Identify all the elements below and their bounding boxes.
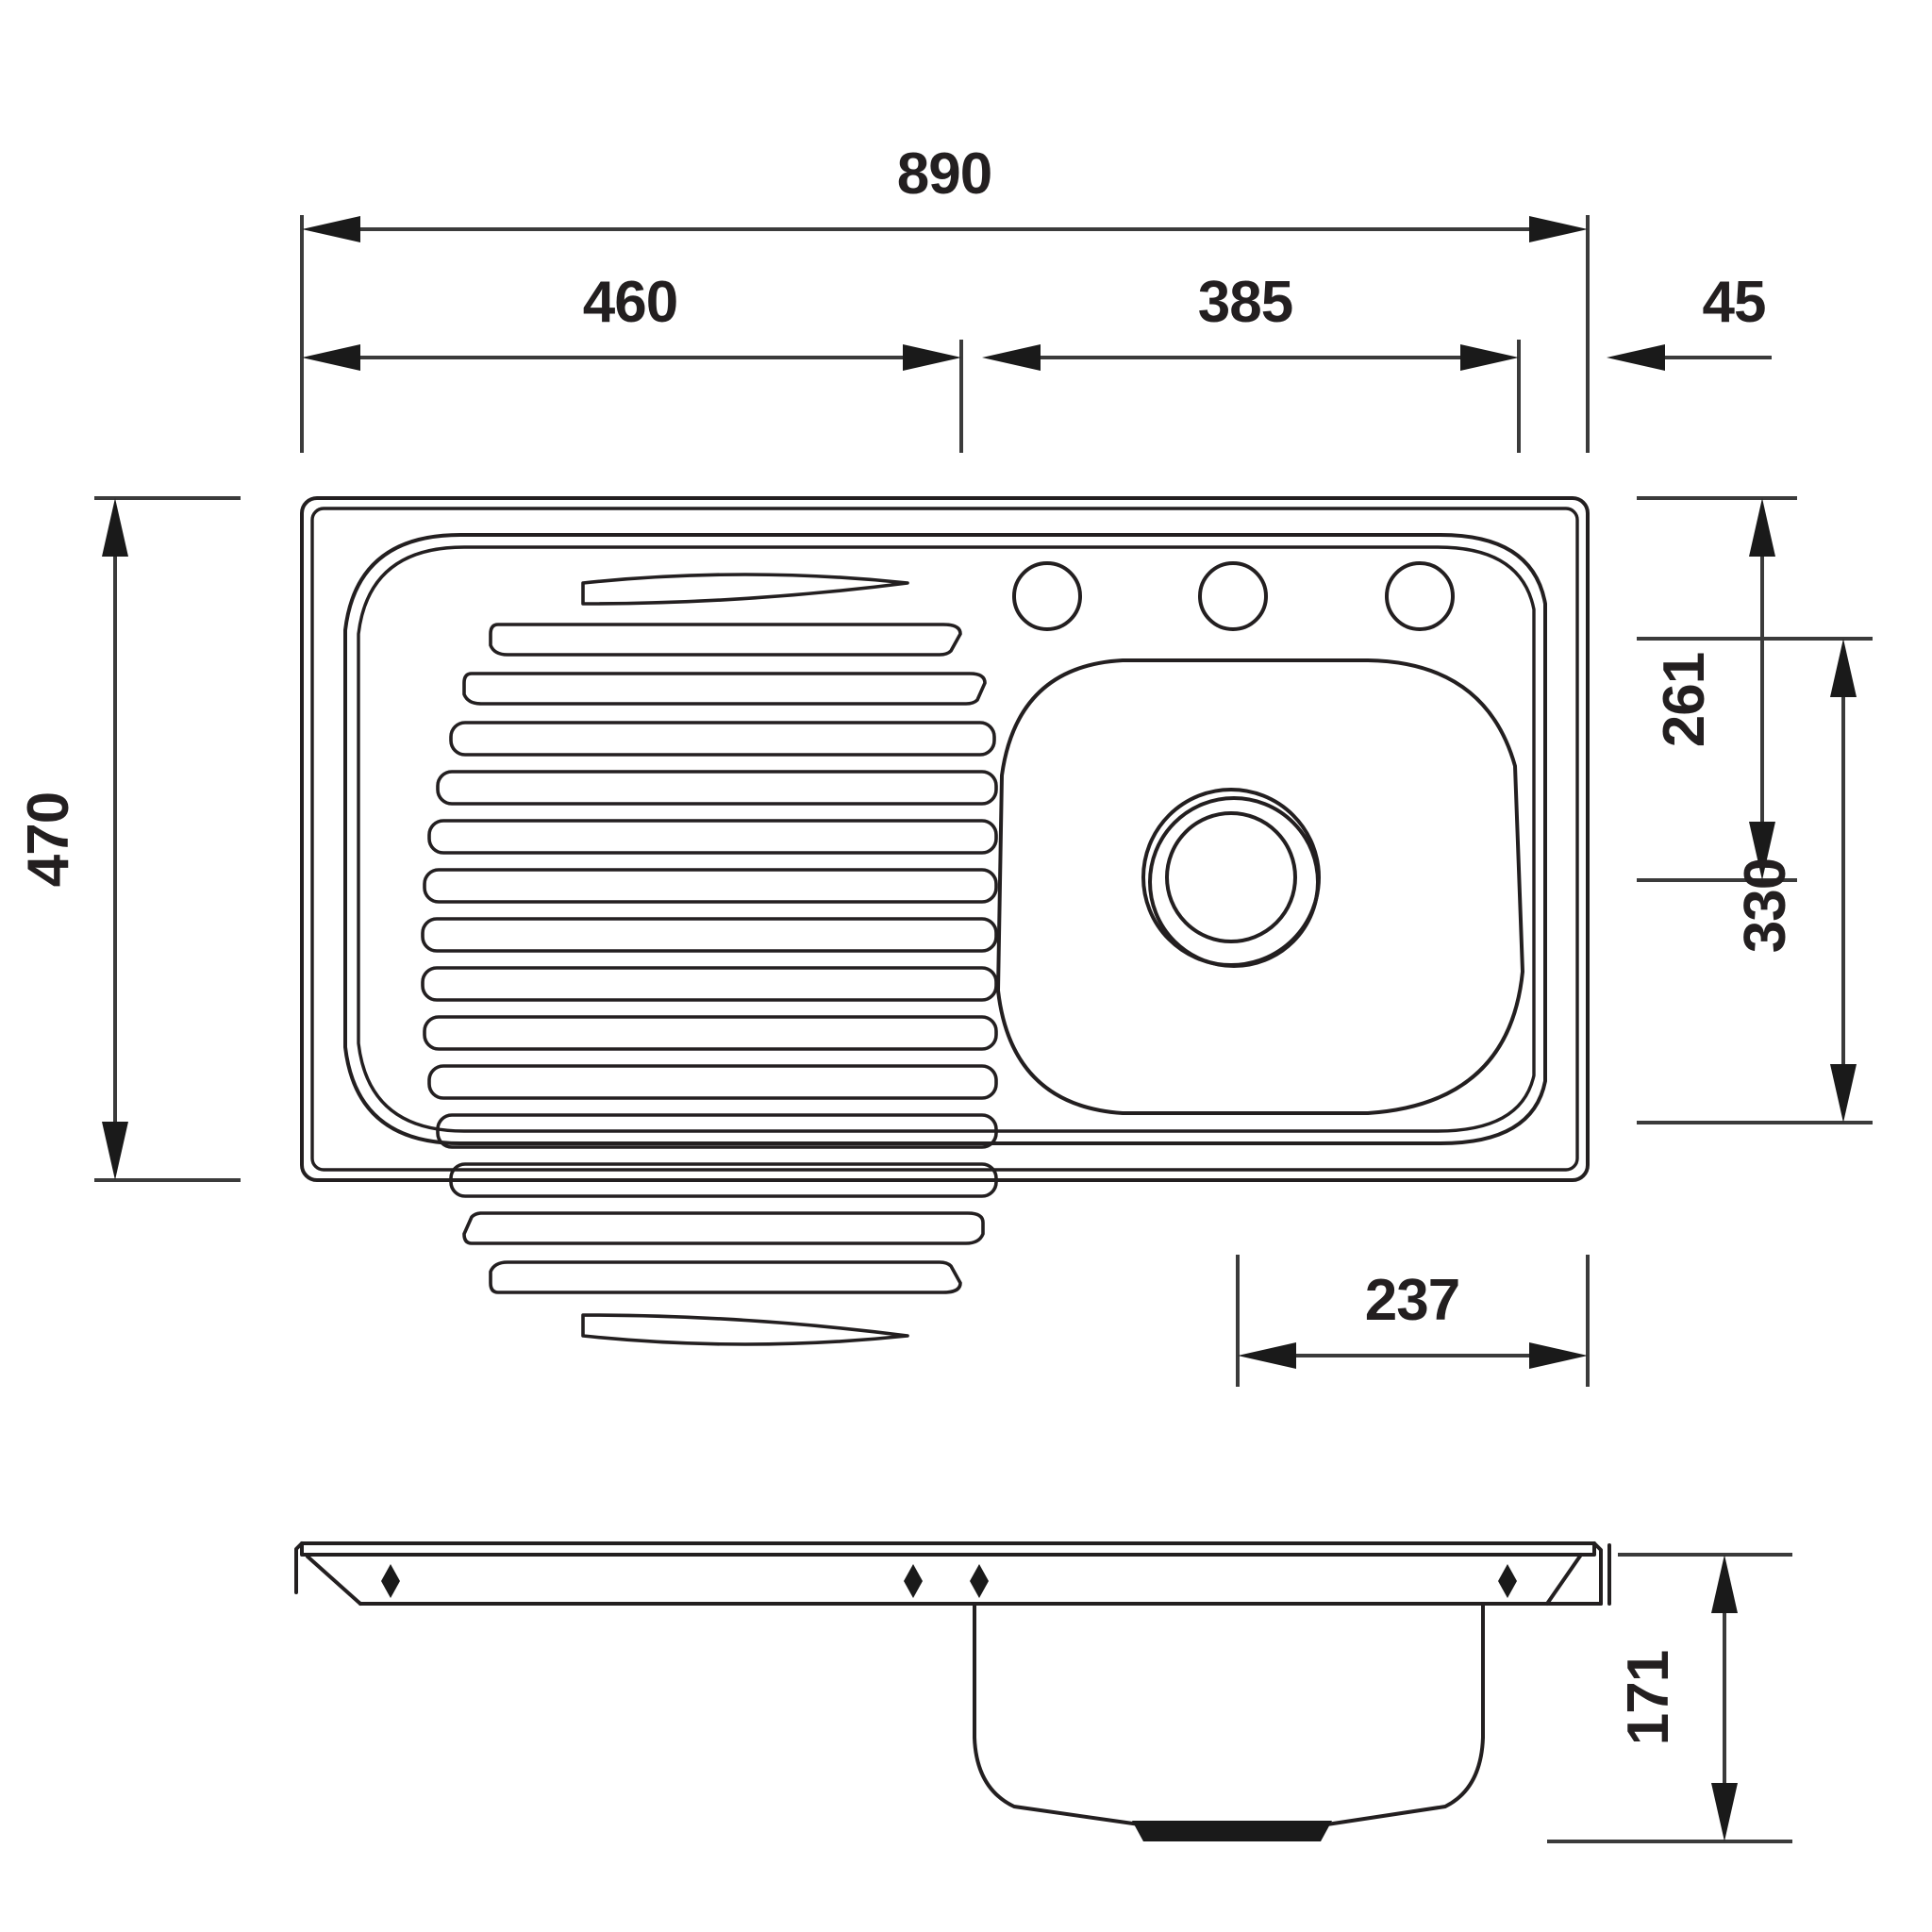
rim-left-chamfer (306, 1555, 362, 1606)
top-dimension-group: 890 460 385 45 (300, 142, 1772, 453)
drain-ring-inner (1165, 811, 1297, 943)
rim-left-end-return (294, 1541, 304, 1594)
drainer-groove-11 (436, 1113, 998, 1149)
left-dimension-group: 470 (16, 496, 241, 1182)
arrow-top-261 (1749, 498, 1775, 557)
drain-outlet-side (1132, 1821, 1332, 1841)
arrow-left-890 (302, 216, 360, 242)
dim-label-171: 171 (1616, 1651, 1681, 1745)
arrow-right-385 (1460, 344, 1519, 371)
drainer-groove-10 (427, 1064, 998, 1100)
sink-outer-rim (300, 496, 1590, 1182)
drainer-groove-14 (489, 1260, 962, 1294)
drainer-groove-3 (449, 721, 996, 757)
dimension-171-group: 171 (1547, 1553, 1792, 1843)
tap-hole-group (1012, 561, 1455, 631)
right-dimension-group: 261 330 (1637, 496, 1873, 1124)
drain-ring-middle (1148, 796, 1320, 968)
drainer-groove-13 (462, 1211, 985, 1245)
drainer-groove-9 (423, 1015, 998, 1051)
arrow-right-460 (903, 344, 961, 371)
arrow-top-330 (1830, 639, 1857, 697)
drainer-groove-6 (423, 868, 998, 904)
rim-right-chamfer (1545, 1553, 1583, 1606)
dimension-460: 460 (302, 270, 961, 371)
drainer-groove-group (421, 573, 998, 1346)
dim-label-45: 45 (1703, 270, 1766, 335)
fixing-clip-1 (381, 1564, 400, 1598)
rim-right-end-return (1592, 1541, 1603, 1606)
dim-label-330: 330 (1733, 858, 1798, 953)
dimension-330: 330 (1733, 639, 1857, 1123)
drainer-groove-12 (449, 1162, 998, 1198)
arrow-right-237 (1529, 1342, 1588, 1369)
tap-hole-center (1198, 561, 1268, 631)
sink-bowl-plan (996, 658, 1524, 1115)
arrow-right-890 (1529, 216, 1588, 242)
dim-label-261: 261 (1652, 653, 1717, 747)
tap-hole-right (1385, 561, 1455, 631)
dim-label-890: 890 (897, 142, 991, 207)
dimension-237-group: 237 (1236, 1255, 1590, 1387)
fixing-clip-2 (904, 1564, 923, 1598)
drain-group (1141, 788, 1321, 968)
fixing-clip-group (381, 1564, 1517, 1598)
arrow-left-45 (1607, 344, 1665, 371)
tap-hole-left (1012, 561, 1082, 631)
drainer-groove-cap-top (581, 573, 909, 606)
fixing-clip-3 (970, 1564, 989, 1598)
arrow-left-460 (302, 344, 360, 371)
drainer-groove-7 (421, 917, 998, 953)
arrow-top-470 (102, 498, 128, 557)
dimension-237: 237 (1238, 1268, 1588, 1369)
dimension-171: 171 (1616, 1555, 1738, 1841)
drainer-groove-8 (421, 966, 998, 1002)
dim-label-470: 470 (16, 792, 81, 887)
drainer-groove-1 (489, 623, 962, 657)
drainer-groove-4 (436, 770, 998, 806)
arrow-bottom-261 (1749, 822, 1775, 880)
dim-label-385: 385 (1198, 270, 1292, 335)
arrow-bottom-330 (1830, 1064, 1857, 1123)
dim-label-237: 237 (1365, 1268, 1459, 1333)
sink-top-view (300, 496, 1590, 1346)
sink-deck-recess-inner (357, 545, 1536, 1133)
drainer-groove-2 (462, 672, 987, 706)
arrow-bottom-470 (102, 1122, 128, 1180)
dimension-890: 890 (302, 142, 1588, 242)
dimension-261: 261 (1652, 498, 1775, 880)
dim-label-460: 460 (583, 270, 677, 335)
dimension-385: 385 (982, 270, 1519, 371)
sink-deck-recess-outer (343, 533, 1547, 1145)
arrow-bottom-171 (1711, 1783, 1738, 1841)
sink-outer-rim-inner (310, 507, 1579, 1172)
drainer-groove-cap-bottom (581, 1313, 909, 1346)
sink-side-elevation (294, 1541, 1611, 1841)
dimension-45: 45 (1607, 270, 1772, 371)
arrow-left-385 (982, 344, 1041, 371)
dimension-470: 470 (16, 498, 128, 1180)
rim-top-plate (300, 1541, 1596, 1557)
arrow-top-171 (1711, 1555, 1738, 1613)
arrow-left-237 (1238, 1342, 1296, 1369)
drainer-groove-5 (427, 819, 998, 855)
fixing-clip-4 (1498, 1564, 1517, 1598)
